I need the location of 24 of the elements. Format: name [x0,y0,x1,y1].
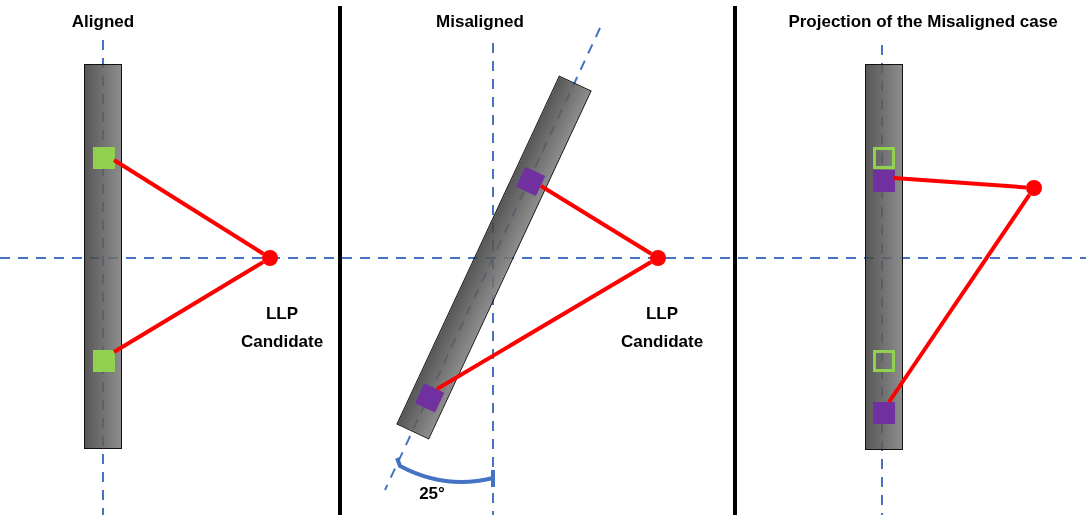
panel-title: Misaligned [435,11,525,33]
detector-bar [84,64,122,449]
candidate-label: LLP Candidate [239,303,325,353]
dot-marker [650,250,666,266]
connector-line [112,158,265,256]
connector-line [112,260,265,354]
filled-square-marker [873,402,895,424]
dot-marker [1026,180,1042,196]
filled-square-marker [415,383,445,413]
panel-title: Aligned [70,11,136,33]
connector-line [893,176,1027,190]
dot-marker [262,250,278,266]
connector-line [887,193,1032,404]
filled-square-marker [93,350,115,372]
filled-square-marker [516,166,546,196]
filled-square-marker [93,147,115,169]
panel-title: Projection of the Misaligned case [787,11,1059,33]
angle-label: 25° [418,483,446,505]
candidate-label: LLP Candidate [619,303,705,353]
filled-square-marker [873,170,895,192]
connector-line [539,184,653,256]
detector-bar [865,64,903,450]
connector-line [435,260,653,391]
hollow-square-marker [873,350,895,372]
